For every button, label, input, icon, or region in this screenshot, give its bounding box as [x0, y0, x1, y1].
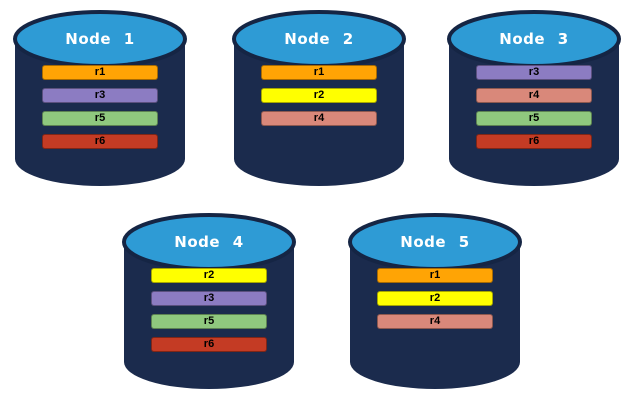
replica-label: r1	[94, 66, 106, 78]
node-title: Node 3	[499, 30, 569, 48]
replica-list: r1 r2 r4	[261, 65, 377, 134]
replica-list: r1 r3 r5 r6	[42, 65, 158, 157]
replica-label: r2	[203, 269, 215, 281]
db-node: Node 4 r2 r3 r5 r6	[121, 212, 297, 392]
replica-label: r1	[429, 269, 441, 281]
replica-bar-r3: r3	[151, 291, 267, 306]
replica-bar-r1: r1	[377, 268, 493, 283]
replica-bar-r3: r3	[42, 88, 158, 103]
replica-label: r6	[203, 338, 215, 350]
node-title: Node 2	[284, 30, 354, 48]
replica-label: r2	[313, 89, 325, 101]
db-node: Node 3 r3 r4 r5 r6	[446, 9, 622, 189]
replica-bar-r4: r4	[261, 111, 377, 126]
replica-label: r3	[528, 66, 540, 78]
node-title: Node 5	[400, 233, 470, 251]
replica-label: r5	[94, 112, 106, 124]
replica-label: r3	[203, 292, 215, 304]
replica-list: r2 r3 r5 r6	[151, 268, 267, 360]
replica-bar-r2: r2	[261, 88, 377, 103]
replica-bar-r4: r4	[377, 314, 493, 329]
replica-bar-r6: r6	[151, 337, 267, 352]
replica-bar-r1: r1	[261, 65, 377, 80]
db-node: Node 1 r1 r3 r5 r6	[12, 9, 188, 189]
replica-label: r5	[528, 112, 540, 124]
replica-label: r4	[429, 315, 441, 327]
replica-bar-r6: r6	[476, 134, 592, 149]
node-title: Node 4	[174, 233, 244, 251]
replica-label: r4	[528, 89, 540, 101]
replica-label: r6	[528, 135, 540, 147]
replica-bar-r5: r5	[151, 314, 267, 329]
replica-label: r1	[313, 66, 325, 78]
replica-bar-r2: r2	[151, 268, 267, 283]
db-node: Node 2 r1 r2 r4	[231, 9, 407, 189]
replica-bar-r3: r3	[476, 65, 592, 80]
replica-list: r3 r4 r5 r6	[476, 65, 592, 157]
node-title: Node 1	[65, 30, 135, 48]
replica-bar-r5: r5	[42, 111, 158, 126]
replica-label: r5	[203, 315, 215, 327]
replica-label: r4	[313, 112, 325, 124]
replica-label: r6	[94, 135, 106, 147]
replica-bar-r5: r5	[476, 111, 592, 126]
replica-label: r3	[94, 89, 106, 101]
replica-bar-r2: r2	[377, 291, 493, 306]
replica-label: r2	[429, 292, 441, 304]
replica-list: r1 r2 r4	[377, 268, 493, 337]
replica-bar-r4: r4	[476, 88, 592, 103]
db-node: Node 5 r1 r2 r4	[347, 212, 523, 392]
replica-bar-r6: r6	[42, 134, 158, 149]
replica-bar-r1: r1	[42, 65, 158, 80]
